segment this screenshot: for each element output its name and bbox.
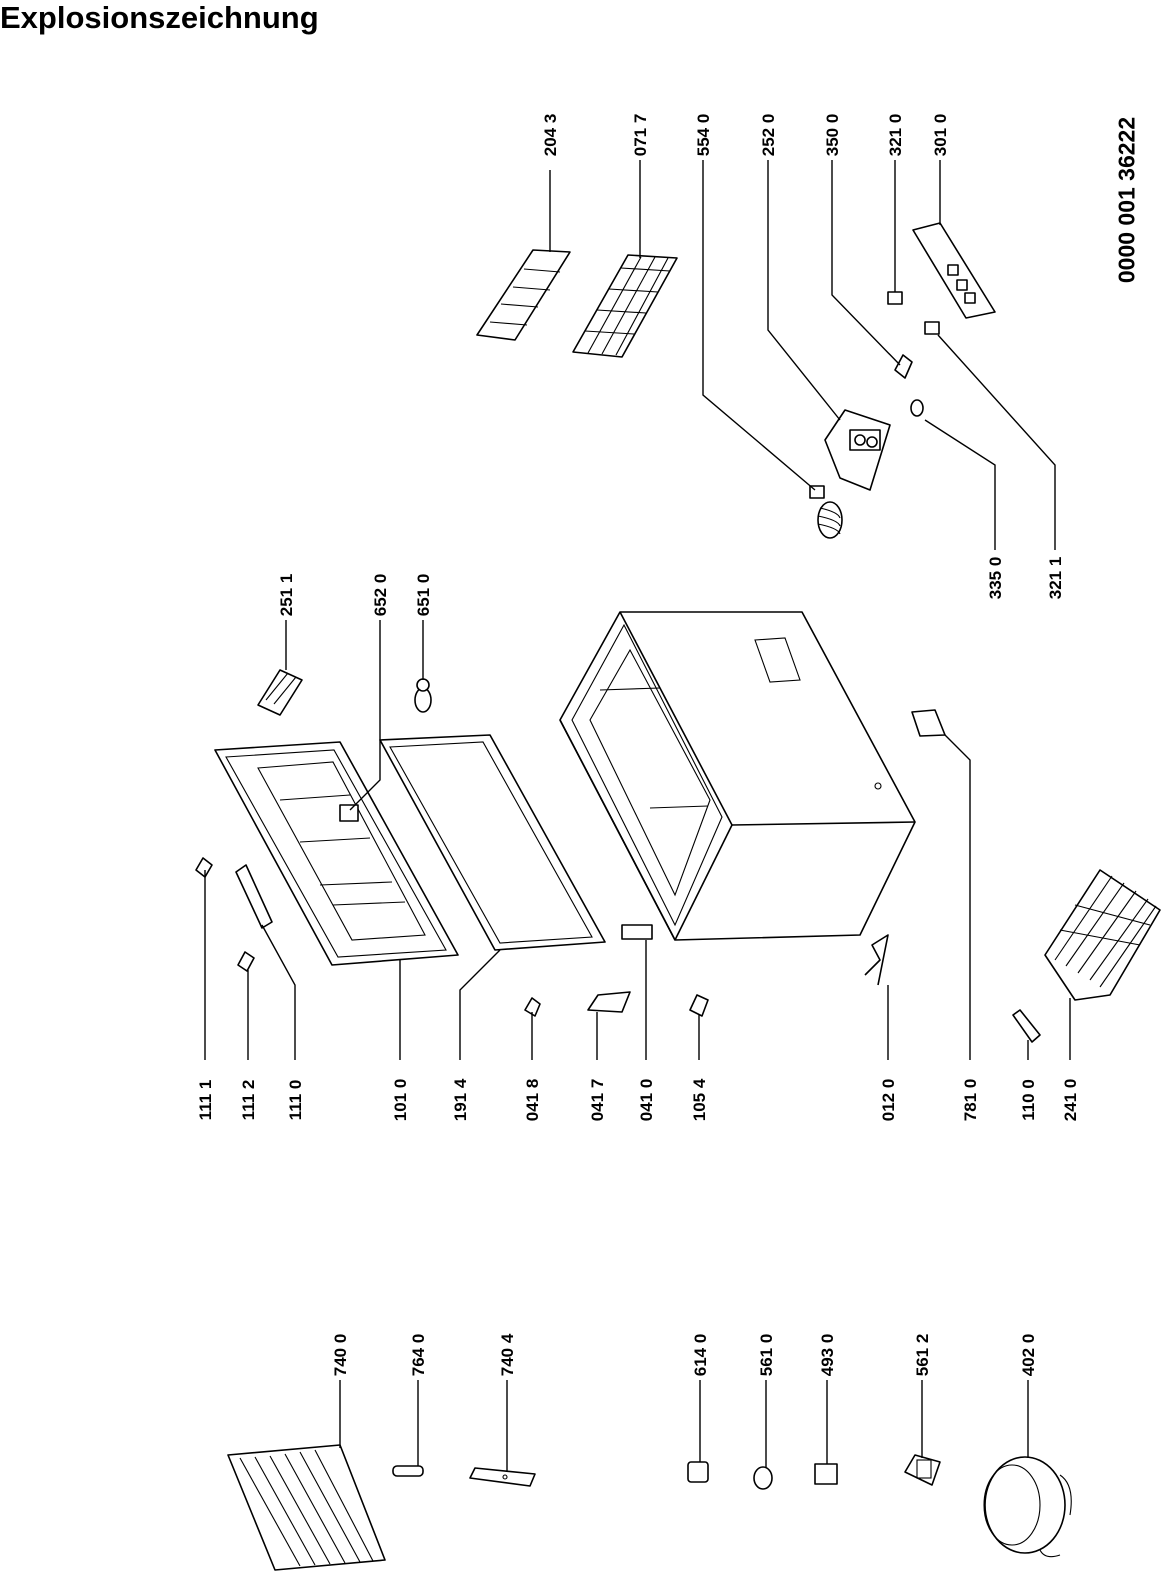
label-740-4: 740 4 <box>498 1333 517 1376</box>
label-614-0: 614 0 <box>691 1334 710 1377</box>
leader-111-0 <box>261 924 296 1060</box>
leader-252-0 <box>767 160 841 421</box>
label-071-7: 071 7 <box>631 114 650 157</box>
leader-350-0 <box>831 160 901 366</box>
label-554-0: 554 0 <box>694 114 713 157</box>
part-bracket-740-4 <box>469 1467 536 1487</box>
leader-321-1 <box>937 334 1056 550</box>
part-knob-335-0 <box>910 399 924 417</box>
label-101-0: 101 0 <box>391 1079 410 1122</box>
part-starter-561-2 <box>904 1454 941 1486</box>
part-handle-251-1 <box>257 669 303 716</box>
part-hinge-cover-111-2 <box>237 951 255 972</box>
part-switch-041-0 <box>621 924 653 940</box>
label-402-0: 402 0 <box>1019 1334 1038 1377</box>
part-rail-110-0 <box>1012 1009 1041 1043</box>
part-thermostat-coil-554-0 <box>809 485 843 539</box>
part-bracket-012-0 <box>864 934 889 986</box>
label-012-0: 012 0 <box>879 1079 898 1122</box>
label-110-0: 110 0 <box>1019 1079 1038 1121</box>
part-lid-101-0 <box>214 741 459 966</box>
part-cabinet <box>559 611 916 941</box>
part-control-box-252-0 <box>824 409 891 491</box>
label-321-1: 321 1 <box>1046 557 1065 600</box>
label-041-0: 041 0 <box>637 1079 656 1122</box>
part-lid-light-652-0 <box>339 804 359 822</box>
part-block-493-0 <box>814 1463 838 1485</box>
part-capacitor-561-0 <box>753 1466 773 1490</box>
leader-652-0 <box>349 620 381 811</box>
part-lock-651-0 <box>414 678 432 713</box>
label-561-0: 561 0 <box>757 1334 776 1377</box>
label-350-0: 350 0 <box>823 114 842 157</box>
label-111-2: 111 2 <box>239 1080 258 1121</box>
label-335-0: 335 0 <box>986 557 1005 600</box>
label-740-0: 740 0 <box>331 1334 350 1377</box>
part-lamp-321-0 <box>887 291 903 305</box>
label-204-3: 204 3 <box>541 114 560 157</box>
part-cover-041-7 <box>587 991 631 1013</box>
part-switch-350-0 <box>894 354 913 379</box>
label-251-1: 251 1 <box>277 574 296 617</box>
part-control-panel-301-0 <box>912 222 996 319</box>
label-191-4: 191 4 <box>451 1078 470 1121</box>
page-title: Explosionszeichnung <box>0 0 319 35</box>
label-041-8: 041 8 <box>523 1079 542 1122</box>
part-gasket-191-4 <box>379 734 606 951</box>
part-clip-105-4 <box>689 994 709 1017</box>
label-105-4: 105 4 <box>690 1078 709 1121</box>
part-plate-781-0 <box>911 709 946 737</box>
leader-781-0 <box>944 734 971 1060</box>
part-condenser-740-0 <box>227 1444 386 1571</box>
part-lamp-cover-321-1 <box>924 321 940 335</box>
label-111-1: 111 1 <box>196 1080 215 1121</box>
part-hinge-cover-111-1 <box>195 857 213 878</box>
label-493-0: 493 0 <box>818 1334 837 1377</box>
label-241-0: 241 0 <box>1061 1079 1080 1122</box>
label-561-2: 561 2 <box>913 1334 932 1377</box>
part-basket-241-0 <box>1044 869 1161 1001</box>
leader-191-4 <box>459 949 501 1060</box>
leader-554-0 <box>702 160 816 491</box>
part-relay-614-0 <box>687 1461 709 1483</box>
label-041-7: 041 7 <box>588 1079 607 1122</box>
part-compressor-402-0 <box>983 1456 1072 1558</box>
label-652-0: 652 0 <box>371 574 390 617</box>
part-shelf-204-3 <box>476 249 571 341</box>
part-hinge-111-0 <box>235 864 273 929</box>
label-301-0: 301 0 <box>931 114 950 157</box>
part-dryer-764-0 <box>392 1465 424 1477</box>
label-651-0: 651 0 <box>414 574 433 617</box>
label-781-0: 781 0 <box>961 1079 980 1122</box>
label-321-0: 321 0 <box>886 114 905 157</box>
leader-335-0 <box>924 419 996 550</box>
label-111-0: 111 0 <box>286 1080 305 1121</box>
label-764-0: 764 0 <box>409 1334 428 1377</box>
label-252-0: 252 0 <box>759 114 778 157</box>
part-grid-shelf-071-7 <box>572 254 678 358</box>
